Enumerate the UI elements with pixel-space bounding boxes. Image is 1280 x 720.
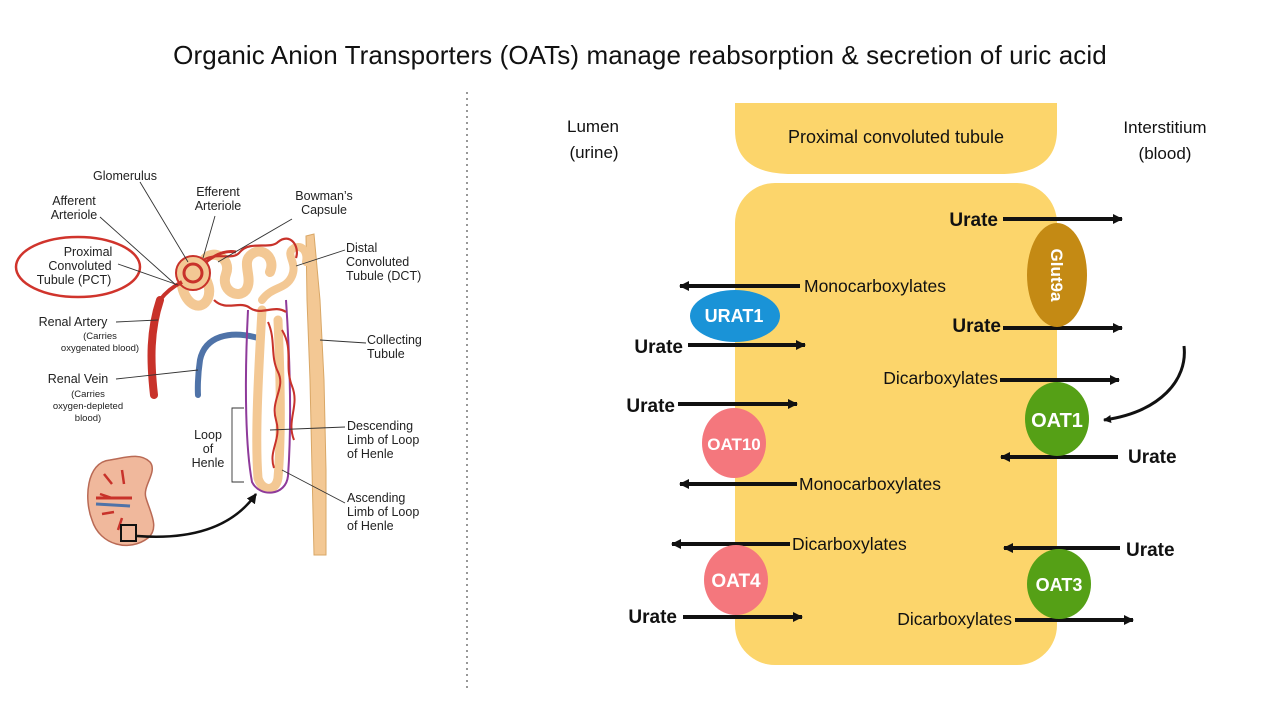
peritubular-capillaries (199, 237, 298, 313)
transporter-oat10 (702, 408, 766, 478)
label-afferent-line2: Arteriole (51, 208, 98, 222)
pct-transport-diagram: Proximal convoluted tubule Lumen (urine)… (567, 103, 1207, 665)
epithelial-cell (735, 183, 1057, 665)
label-bowman-line1: Bowman’s (295, 189, 352, 203)
tubule-header-shape (735, 103, 1057, 174)
substrate-monocarboxylates-1: Monocarboxylates (804, 276, 946, 296)
label-renal-artery-sub1: (Carries (83, 331, 117, 342)
label-glomerulus: Glomerulus (93, 169, 157, 183)
transporter-glut9a-label: Glut9a (1047, 249, 1066, 302)
pct-highlight-circle (14, 235, 142, 299)
label-collecting-line1: Collecting (367, 333, 422, 347)
label-ascending-line1: Ascending (347, 491, 405, 505)
label-renal-vein: Renal Vein (48, 372, 109, 386)
label-renal-artery-sub2: oxygenated blood) (61, 343, 139, 354)
efferent-arteriole (205, 250, 237, 264)
flux-arrows (671, 214, 1134, 625)
renal-vein (194, 331, 261, 398)
transporter-oat1 (1025, 382, 1089, 456)
label-bowman-line2: Capsule (301, 203, 347, 217)
label-dct-line1: Distal (346, 241, 377, 255)
renal-artery (147, 296, 164, 399)
transporter-oat4 (704, 545, 768, 615)
label-loop-line2: of (203, 442, 214, 456)
substrate-monocarboxylates-2: Monocarboxylates (799, 474, 941, 494)
collecting-tubule (305, 233, 327, 556)
transporter-oat1-label: OAT1 (1031, 410, 1083, 432)
label-ascending-line3: of Henle (347, 519, 394, 533)
label-descending-line3: of Henle (347, 447, 394, 461)
label-loop-line1: Loop (194, 428, 222, 442)
label-descending-line1: Descending (347, 419, 413, 433)
transporter-oat3 (1027, 549, 1091, 619)
label-dct-line2: Convoluted (346, 255, 409, 269)
label-renal-vein-sub2: oxygen-depleted (53, 401, 123, 412)
label-pct-line3: Tubule (PCT) (37, 273, 112, 287)
nephron-illustration: Glomerulus Afferent Arteriole Efferent A… (14, 169, 422, 556)
transporter-urat1 (690, 290, 780, 342)
label-renal-vein-sub1: (Carries (71, 389, 105, 400)
glomerulus (182, 262, 204, 284)
label-pct-line2: Convoluted (48, 259, 111, 273)
bowmans-capsule (175, 255, 211, 291)
label-renal-vein-sub3: blood) (75, 413, 101, 424)
substrate-urate-3: Urate (634, 337, 683, 358)
substrate-urate-4: Urate (626, 396, 675, 417)
substrate-urate-1: Urate (949, 210, 998, 231)
substrate-urate-7: Urate (628, 607, 677, 628)
lumen-label-line2: (urine) (569, 143, 618, 162)
capillary-network (267, 321, 296, 469)
label-afferent-line1: Afferent (52, 194, 96, 208)
substrate-dicarboxylates-2: Dicarboxylates (792, 534, 907, 554)
curved-arrow-to-oat1 (1103, 345, 1186, 423)
label-dct-line3: Tubule (DCT) (346, 269, 421, 283)
afferent-arteriole (158, 280, 183, 302)
substrate-dicarboxylates-1: Dicarboxylates (883, 368, 998, 388)
label-collecting-line2: Tubule (367, 347, 405, 361)
transporter-oat10-label: OAT10 (707, 435, 761, 454)
lumen-label-line1: Lumen (567, 117, 619, 136)
tubule-header-label: Proximal convoluted tubule (788, 127, 1004, 147)
zoom-arrow (136, 493, 258, 538)
distal-tubule (258, 243, 311, 304)
transporter-oat4-label: OAT4 (711, 571, 761, 592)
substrate-urate-6: Urate (1126, 540, 1175, 561)
transporter-oat3-label: OAT3 (1036, 575, 1083, 595)
label-descending-line2: Limb of Loop (347, 433, 419, 447)
label-ascending-line2: Limb of Loop (347, 505, 419, 519)
substrate-urate-5: Urate (1128, 447, 1177, 468)
slide-title: Organic Anion Transporters (OATs) manage… (173, 40, 1107, 70)
leader-lines (99, 181, 367, 504)
substrate-dicarboxylates-3: Dicarboxylates (897, 609, 1012, 629)
interstitium-label-line2: (blood) (1139, 144, 1192, 163)
transporter-glut9a (1027, 223, 1087, 327)
transporter-urat1-label: URAT1 (705, 306, 764, 326)
label-renal-artery: Renal Artery (39, 315, 109, 329)
label-pct-line1: Proximal (64, 245, 113, 259)
substrate-urate-2: Urate (952, 316, 1001, 337)
label-loop-line3: Henle (192, 456, 225, 470)
kidney-icon (87, 455, 155, 547)
label-efferent-line2: Arteriole (195, 199, 242, 213)
proximal-tubule (177, 246, 277, 311)
interstitium-label-line1: Interstitium (1123, 118, 1206, 137)
label-efferent-line1: Efferent (196, 185, 240, 199)
